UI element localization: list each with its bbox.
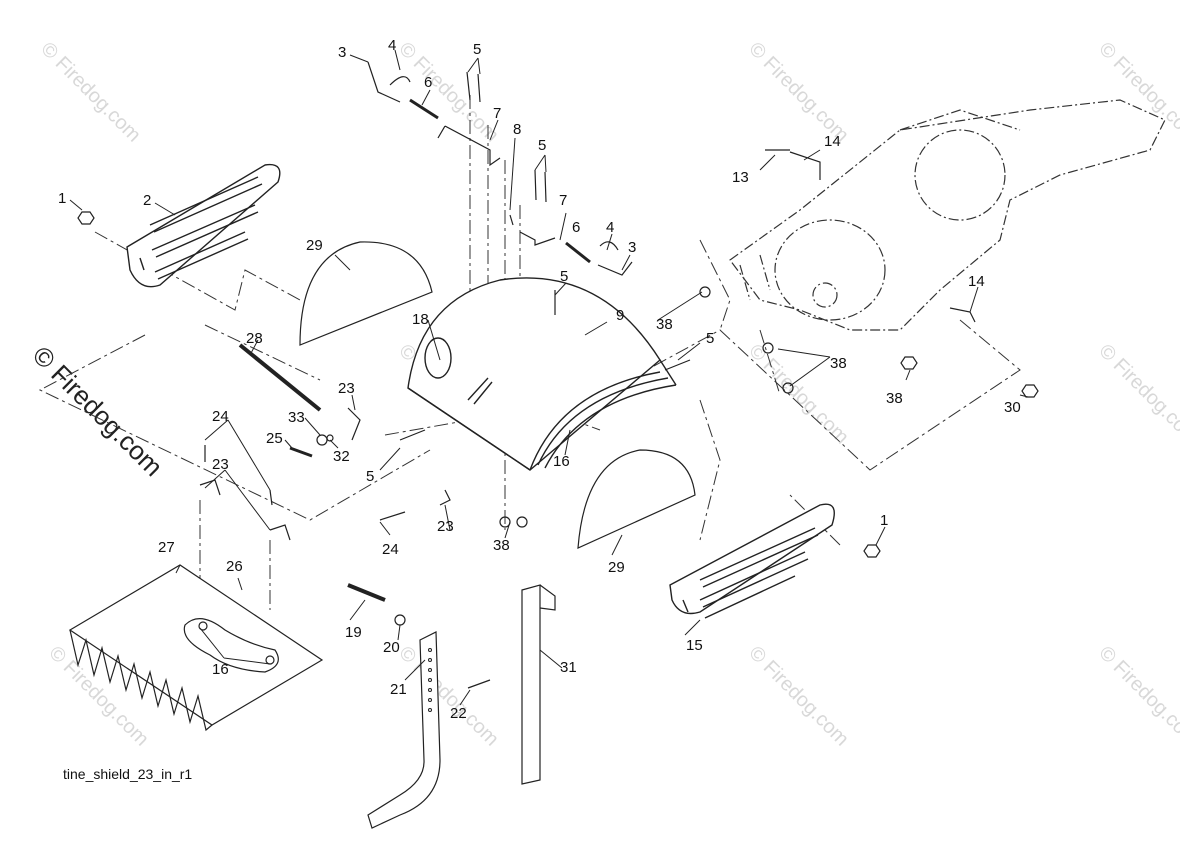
side-plate-left — [126, 163, 281, 288]
side-shield-29-right — [577, 449, 696, 549]
callout-38: 38 — [656, 316, 673, 333]
callout-1: 1 — [880, 512, 888, 529]
callout-21: 21 — [390, 681, 407, 698]
leader-lines — [69, 49, 1029, 706]
callout-8: 8 — [513, 121, 521, 138]
callout-9: 9 — [616, 307, 624, 324]
callout-15: 15 — [686, 637, 703, 654]
callout-26: 26 — [226, 558, 243, 575]
callout-23: 23 — [212, 456, 229, 473]
tiller-housing — [729, 99, 1166, 331]
callout-5: 5 — [473, 41, 481, 58]
callout-19: 19 — [345, 624, 362, 641]
side-shield-29-left — [299, 241, 433, 346]
callout-7: 7 — [559, 192, 567, 209]
callout-5: 5 — [538, 137, 546, 154]
callout-38: 38 — [886, 390, 903, 407]
callout-29: 29 — [306, 237, 323, 254]
callout-27: 27 — [158, 539, 175, 556]
callout-22: 22 — [450, 705, 467, 722]
callout-38: 38 — [830, 355, 847, 372]
callout-16: 16 — [553, 453, 570, 470]
rod-28 — [238, 343, 322, 412]
callout-16: 16 — [212, 661, 229, 678]
callout-20: 20 — [383, 639, 400, 656]
callout-3: 3 — [628, 239, 636, 256]
callout-6: 6 — [572, 219, 580, 236]
callout-5: 5 — [560, 268, 568, 285]
callout-7: 7 — [493, 105, 501, 122]
diagram-caption: tine_shield_23_in_r1 — [63, 766, 193, 782]
stake-bracket — [521, 584, 556, 785]
hardware — [77, 61, 1039, 689]
callout-14: 14 — [968, 273, 985, 290]
callout-25: 25 — [266, 430, 283, 447]
callout-24: 24 — [382, 541, 399, 558]
callout-5: 5 — [366, 468, 374, 485]
callout-4: 4 — [606, 219, 614, 236]
tine-shield-main — [407, 277, 677, 471]
callout-28: 28 — [246, 330, 263, 347]
callouts: 1 1 2 3 3 4 4 5 5 5 5 5 6 6 7 7 8 9 13 1… — [58, 37, 1021, 722]
callout-33: 33 — [288, 409, 305, 426]
pin-19 — [347, 583, 386, 602]
callout-4: 4 — [388, 37, 396, 54]
callout-29: 29 — [608, 559, 625, 576]
callout-3: 3 — [338, 44, 346, 61]
pin-25 — [289, 446, 313, 458]
callout-13: 13 — [732, 169, 749, 186]
callout-23: 23 — [338, 380, 355, 397]
callout-23: 23 — [437, 518, 454, 535]
callout-38: 38 — [493, 537, 510, 554]
callout-31: 31 — [560, 659, 577, 676]
callout-1: 1 — [58, 190, 66, 207]
callout-5: 5 — [706, 330, 714, 347]
side-plate-right — [669, 503, 835, 619]
callout-6: 6 — [424, 74, 432, 91]
callout-18: 18 — [412, 311, 429, 328]
callout-30: 30 — [1004, 399, 1021, 416]
callout-24: 24 — [212, 408, 229, 425]
callout-2: 2 — [143, 192, 151, 209]
depth-bar — [367, 631, 441, 829]
callout-14: 14 — [824, 133, 841, 150]
callout-32: 32 — [333, 448, 350, 465]
tine-flap — [68, 564, 324, 732]
